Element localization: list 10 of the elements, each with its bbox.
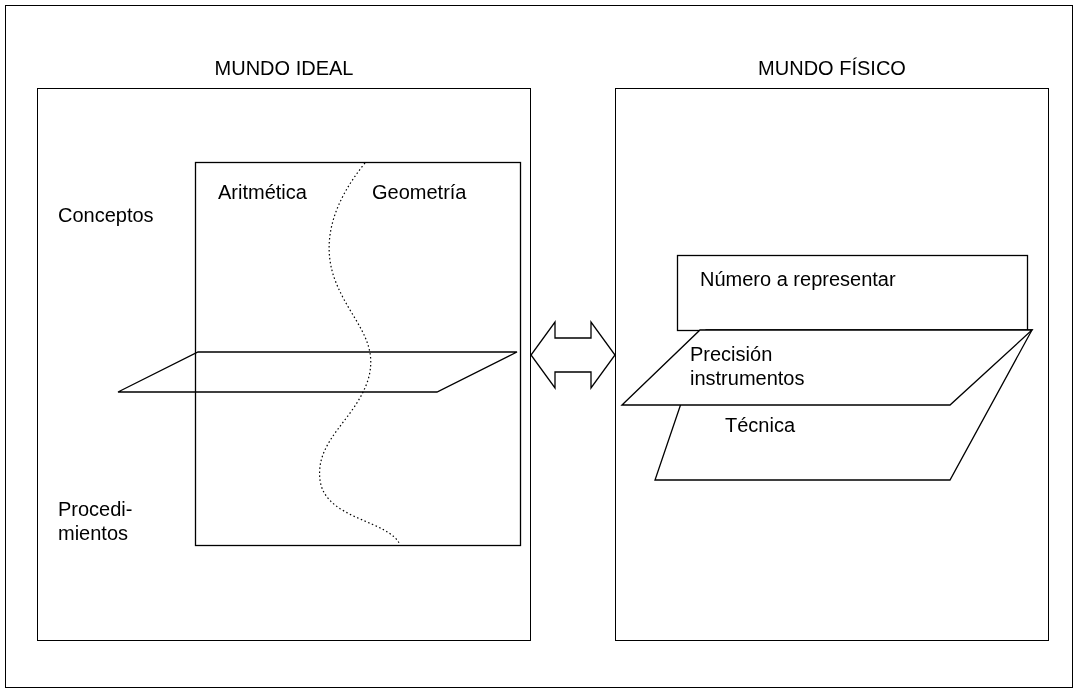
double-block-arrow	[530, 320, 616, 390]
row-label: Procedi- mientos	[58, 497, 134, 545]
row-label: Conceptos	[58, 203, 154, 227]
plane-label: Técnica	[725, 413, 796, 437]
panel-heading: MUNDO IDEAL	[213, 56, 355, 80]
plane-label: Precisión instrumentos	[690, 342, 806, 390]
plane-label: Aritmética	[218, 180, 307, 204]
plane-label: Geometría	[372, 180, 467, 204]
plane-label: Número a representar	[700, 267, 896, 291]
panel-heading: MUNDO FÍSICO	[757, 56, 907, 80]
